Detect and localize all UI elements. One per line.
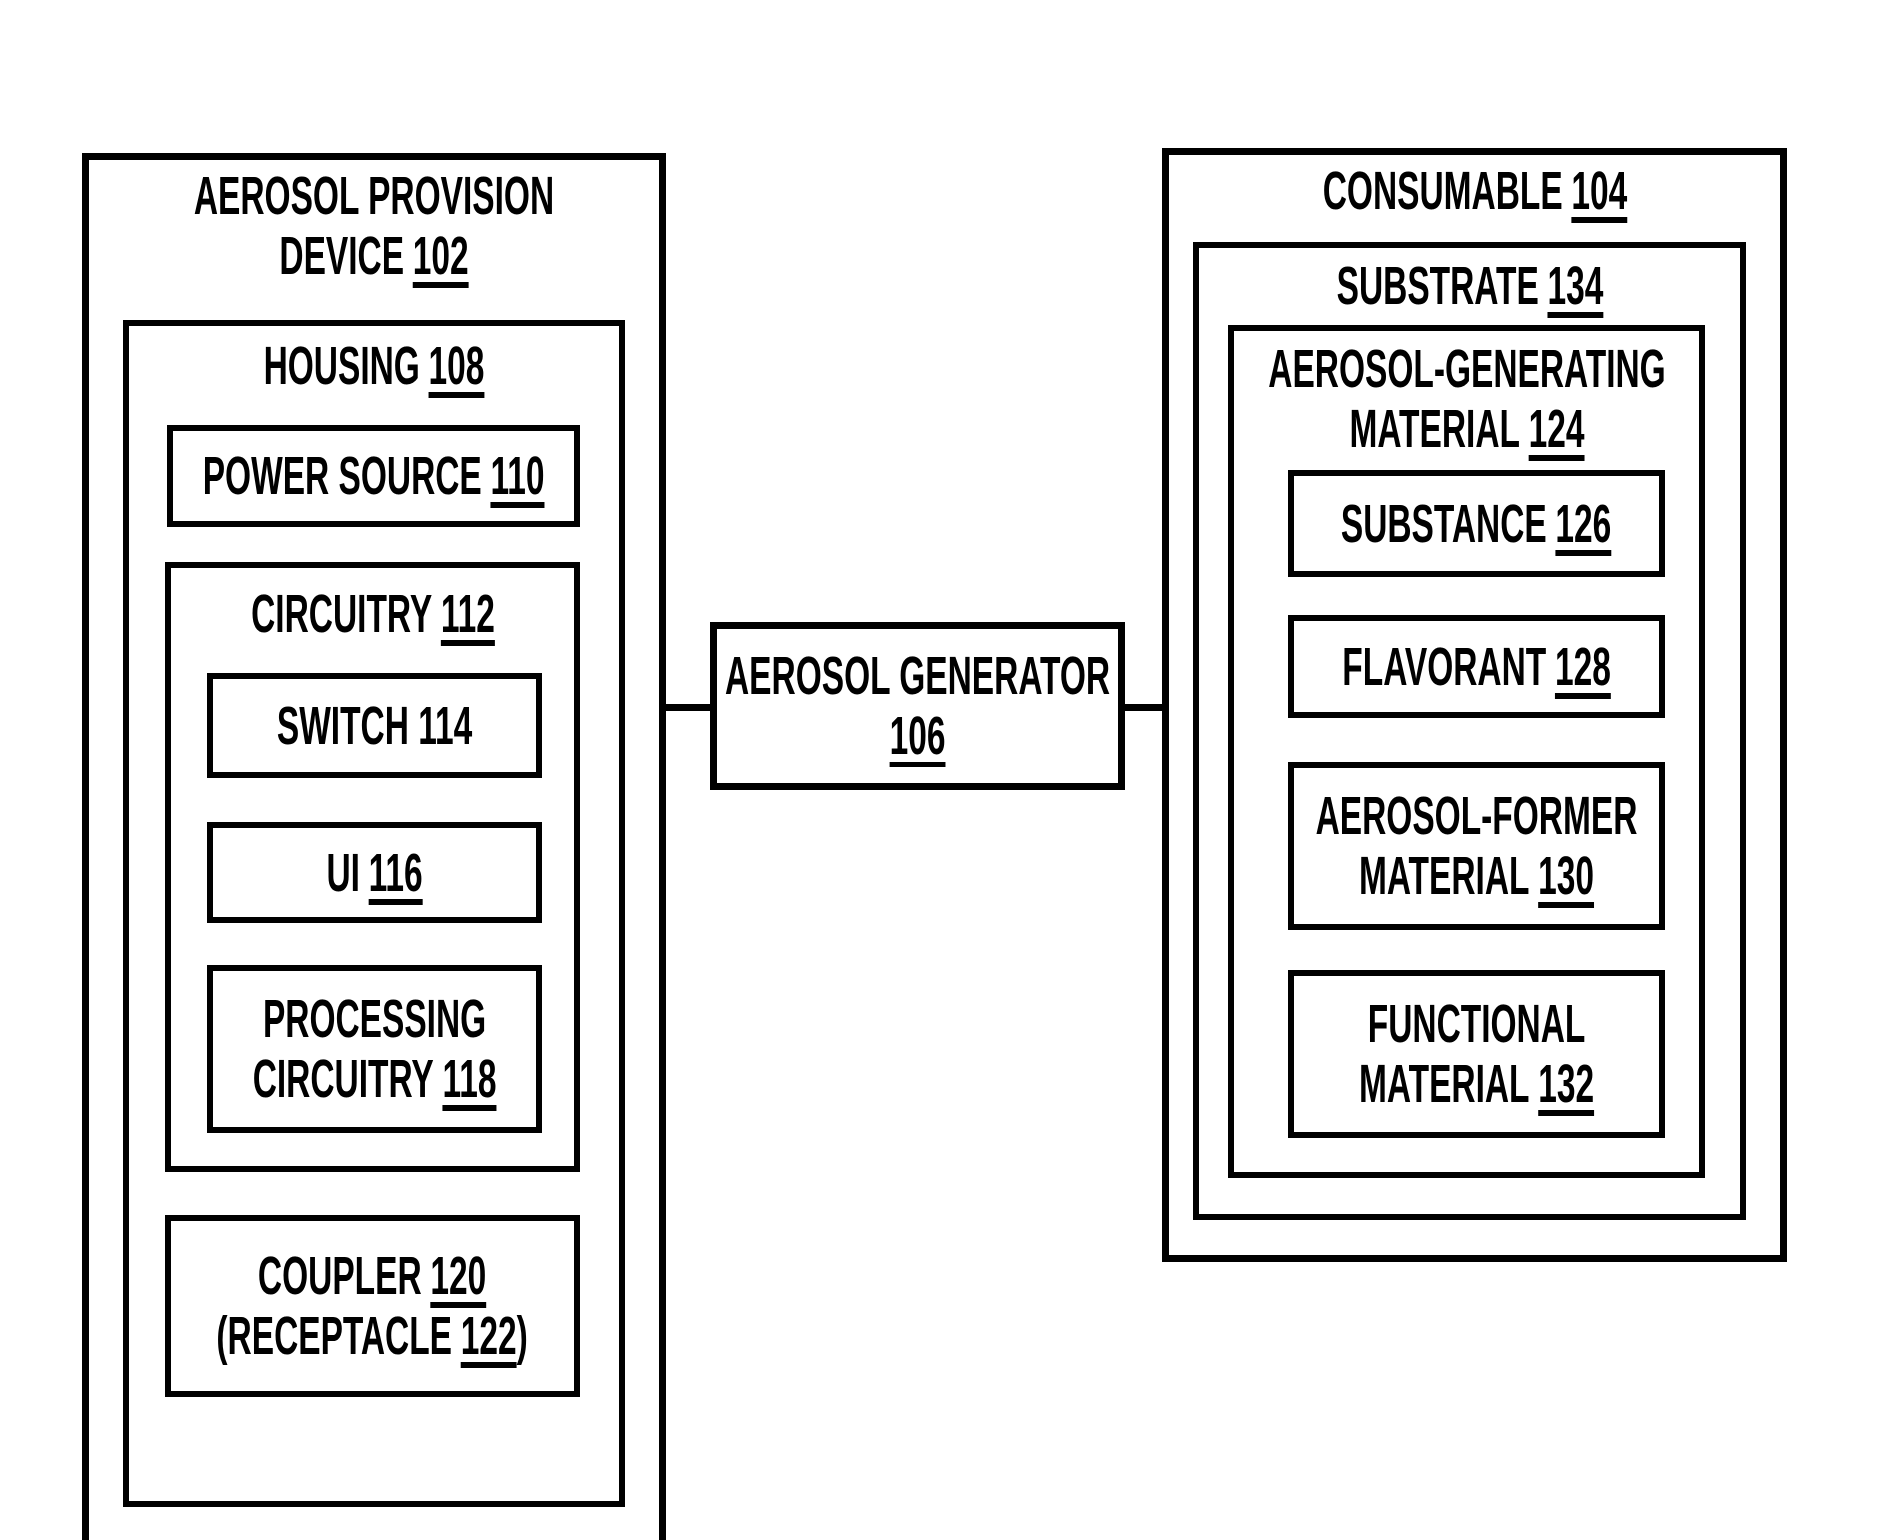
ref-104: 104 xyxy=(1570,161,1627,221)
ref-118: 118 xyxy=(442,1049,497,1109)
ref-116: 116 xyxy=(368,842,423,903)
connector-device-generator xyxy=(664,704,712,711)
ref-134: 134 xyxy=(1546,256,1603,316)
aerosol-generator-label: AEROSOL GENERATOR 106 xyxy=(724,646,1111,766)
aerosol-generator-box: AEROSOL GENERATOR 106 xyxy=(710,622,1125,790)
ref-106: 106 xyxy=(889,706,946,766)
ref-112: 112 xyxy=(440,584,495,644)
ref-102: 102 xyxy=(412,226,469,286)
ref-124: 124 xyxy=(1528,399,1585,459)
ref-108: 108 xyxy=(428,336,485,396)
ref-120: 120 xyxy=(430,1246,487,1306)
ref-130: 130 xyxy=(1538,846,1595,906)
ref-126: 126 xyxy=(1555,493,1612,554)
ref-128: 128 xyxy=(1554,636,1611,697)
ref-132: 132 xyxy=(1538,1054,1595,1114)
connector-generator-consumable xyxy=(1123,704,1165,711)
device-label-line1: AEROSOL PROVISION xyxy=(193,166,555,226)
ref-122: 122 xyxy=(461,1306,518,1366)
switch-label: SWITCH 114 xyxy=(276,695,473,756)
ref-110: 110 xyxy=(490,446,545,506)
switch-box: SWITCH 114 xyxy=(207,673,542,778)
